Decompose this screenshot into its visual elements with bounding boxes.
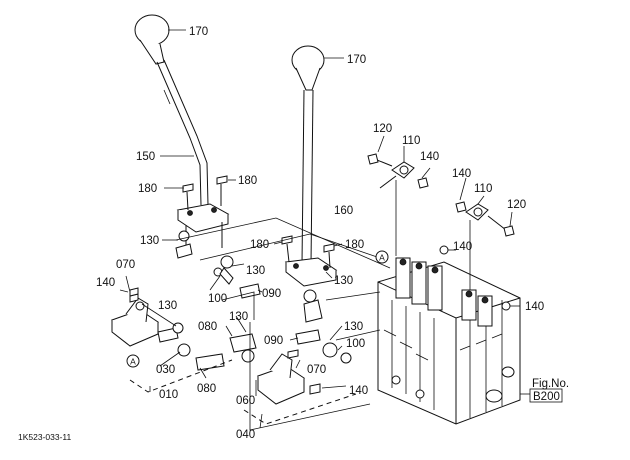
label-130-f: 130 bbox=[344, 321, 363, 333]
label-180-c: 180 bbox=[250, 239, 269, 251]
center-lever bbox=[291, 45, 325, 265]
label-120-a: 120 bbox=[373, 123, 392, 135]
label-150: 150 bbox=[136, 151, 155, 163]
label-170-center: 170 bbox=[347, 54, 366, 66]
fig-no-value: B200 bbox=[533, 391, 560, 403]
label-160: 160 bbox=[334, 205, 353, 217]
label-130-d: 130 bbox=[158, 300, 177, 312]
label-110-a: 110 bbox=[402, 135, 420, 147]
label-070-a: 070 bbox=[116, 259, 135, 271]
left-lower-parts bbox=[175, 230, 261, 299]
center-base bbox=[229, 333, 321, 405]
label-140-c: 140 bbox=[453, 241, 472, 253]
reference-mark-a-left: A bbox=[126, 354, 140, 368]
label-100-a: 100 bbox=[208, 293, 227, 305]
label-180-a: 180 bbox=[138, 183, 157, 195]
label-120-b: 120 bbox=[507, 199, 526, 211]
label-060: 060 bbox=[236, 395, 255, 407]
label-100-b: 100 bbox=[346, 338, 365, 350]
label-030: 030 bbox=[156, 364, 175, 376]
label-170-left: 170 bbox=[189, 26, 208, 38]
label-090-b: 090 bbox=[264, 335, 283, 347]
label-090-a: 090 bbox=[262, 288, 281, 300]
label-180-b: 180 bbox=[238, 175, 257, 187]
label-080-a: 080 bbox=[198, 321, 217, 333]
label-130-a: 130 bbox=[140, 235, 159, 247]
center-lower-parts bbox=[295, 289, 352, 364]
label-180-d: 180 bbox=[345, 239, 364, 251]
fig-no-label: Fig.No. bbox=[532, 378, 569, 390]
assembly-lines bbox=[129, 180, 471, 431]
drawing-code: 1K523-033-11 bbox=[18, 432, 72, 442]
label-140-e: 140 bbox=[96, 277, 115, 289]
left-bracket bbox=[176, 203, 230, 248]
reference-mark-a-right: A bbox=[375, 250, 389, 264]
linkage-110-120 bbox=[367, 153, 515, 237]
mark-a-left: A bbox=[130, 357, 136, 367]
label-130-b: 130 bbox=[246, 265, 265, 277]
label-130-c: 130 bbox=[334, 275, 353, 287]
bolt-180-left bbox=[182, 175, 228, 211]
part-labels: 170 170 150 180 180 180 180 160 120 120 … bbox=[96, 26, 544, 441]
left-base bbox=[110, 293, 225, 371]
leader-lines bbox=[119, 29, 520, 429]
label-130-e: 130 bbox=[229, 311, 248, 323]
label-040: 040 bbox=[236, 429, 255, 441]
label-080-b: 080 bbox=[197, 383, 216, 395]
figure-reference: Fig.No. B200 bbox=[520, 378, 569, 403]
label-140-a: 140 bbox=[420, 151, 439, 163]
center-bracket bbox=[281, 235, 338, 287]
bolt-070-left bbox=[129, 287, 139, 297]
label-140-b: 140 bbox=[452, 168, 471, 180]
left-lever bbox=[134, 14, 209, 206]
label-110-b: 110 bbox=[474, 183, 492, 195]
label-140-d: 140 bbox=[525, 301, 544, 313]
label-140-f: 140 bbox=[349, 385, 368, 397]
label-010: 010 bbox=[159, 389, 178, 401]
control-valve bbox=[377, 257, 521, 425]
mark-a-right: A bbox=[379, 253, 385, 263]
label-070-b: 070 bbox=[307, 364, 326, 376]
